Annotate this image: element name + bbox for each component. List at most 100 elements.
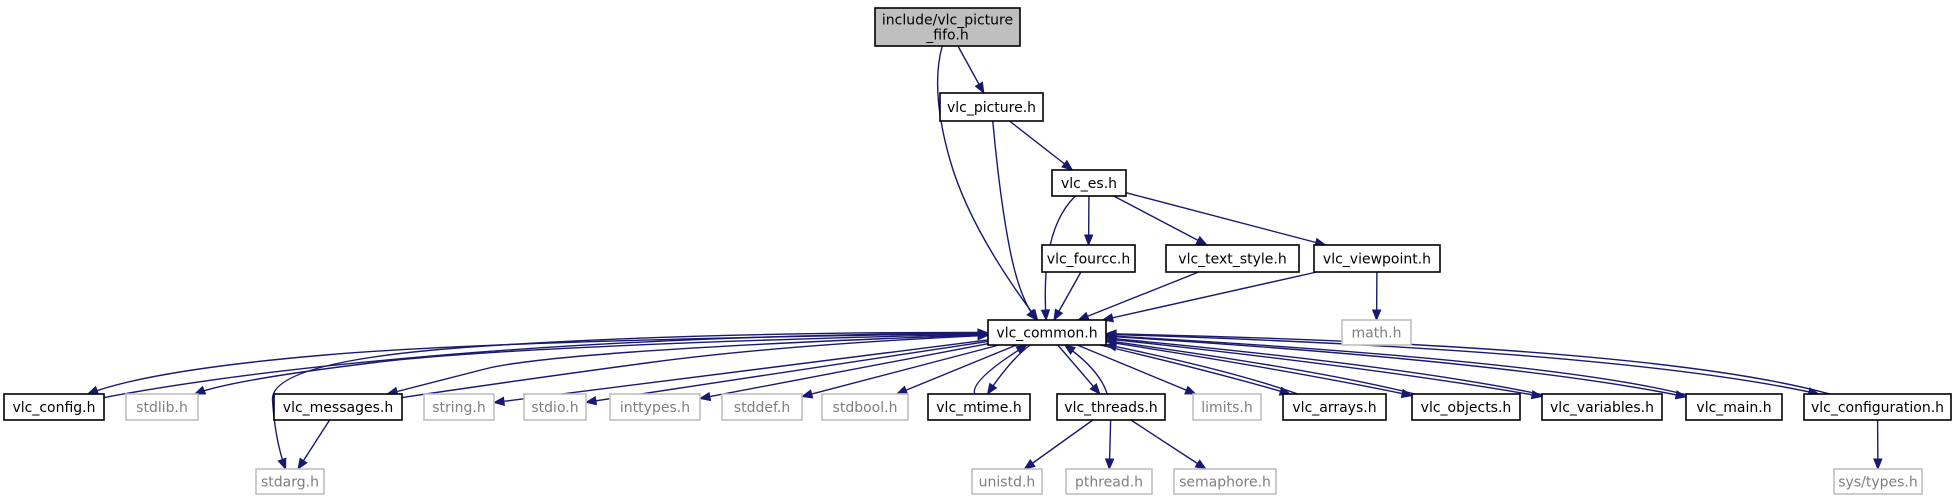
- node-string: string.h: [423, 393, 495, 421]
- edge-line: [1105, 333, 1830, 395]
- arrowhead: [698, 391, 712, 402]
- node-label: vlc_fourcc.h: [1047, 252, 1130, 268]
- edge-fifo-to-common: [936, 45, 1039, 322]
- edge-common-to-stdlib: [193, 333, 989, 395]
- node-variables[interactable]: vlc_variables.h: [1541, 393, 1663, 421]
- node-box: [3, 393, 105, 421]
- node-box: [927, 393, 1031, 421]
- arrowhead: [1077, 311, 1090, 321]
- edge-common-to-mtime: [986, 344, 1031, 396]
- edge-common-to-stdbool: [895, 344, 1017, 395]
- arrowhead: [986, 382, 998, 396]
- node-box: [255, 468, 325, 495]
- node-label: semaphore.h: [1179, 475, 1271, 491]
- node-box: [1685, 393, 1783, 421]
- arrowhead: [1104, 329, 1117, 339]
- node-threads[interactable]: vlc_threads.h: [1056, 393, 1166, 421]
- node-label: vlc_common.h: [996, 326, 1097, 342]
- node-box: [125, 393, 199, 421]
- edge-common-to-arrays: [1099, 344, 1292, 396]
- edge-fifo-to-picture: [957, 45, 985, 95]
- node-picture[interactable]: vlc_picture.h: [939, 92, 1044, 122]
- edge-line: [1105, 335, 1687, 398]
- edge-line: [194, 333, 989, 395]
- node-box: [874, 7, 1021, 47]
- edge-line: [1105, 335, 1687, 396]
- node-label: stdbool.h: [833, 400, 898, 416]
- node-label: limits.h: [1201, 400, 1252, 416]
- node-config[interactable]: vlc_config.h: [3, 393, 105, 421]
- edge-line: [493, 339, 989, 404]
- edge-es-to-text-style: [1113, 195, 1209, 246]
- node-semaphore: semaphore.h: [1173, 468, 1277, 495]
- node-label: vlc_config.h: [12, 400, 95, 416]
- node-box: [1313, 244, 1441, 273]
- edge-line: [1044, 195, 1076, 321]
- edge-line: [271, 331, 989, 470]
- edge-picture-to-common: [992, 120, 1038, 322]
- edge-es-to-fourcc: [1083, 195, 1094, 247]
- edge-fourcc-to-common: [1053, 271, 1082, 322]
- edge-common-to-string: [492, 339, 989, 406]
- node-stdarg: stdarg.h: [255, 468, 325, 495]
- node-math: math.h: [1341, 319, 1412, 346]
- node-arrays[interactable]: vlc_arrays.h: [1282, 393, 1387, 421]
- node-label: math.h: [1352, 326, 1402, 342]
- edge-picture-to-es: [1009, 120, 1074, 171]
- node-label: unistd.h: [979, 475, 1036, 491]
- node-es[interactable]: vlc_es.h: [1051, 169, 1127, 197]
- node-objects[interactable]: vlc_objects.h: [1411, 393, 1521, 421]
- node-label: vlc_threads.h: [1064, 400, 1157, 416]
- node-box: [1341, 319, 1412, 346]
- node-text-style[interactable]: vlc_text_style.h: [1165, 244, 1300, 273]
- node-label: vlc_mtime.h: [936, 400, 1021, 416]
- arrowhead: [1026, 308, 1038, 322]
- arrowhead: [1061, 159, 1074, 171]
- node-fourcc[interactable]: vlc_fourcc.h: [1041, 244, 1136, 273]
- node-mtime[interactable]: vlc_mtime.h: [927, 393, 1031, 421]
- edge-line: [992, 120, 1038, 321]
- arrowhead: [800, 389, 814, 399]
- edge-threads-to-pthread: [1104, 419, 1115, 471]
- arrowhead: [1053, 308, 1064, 322]
- node-unistd: unistd.h: [971, 468, 1043, 495]
- arrowhead: [1023, 459, 1036, 470]
- node-stddef: stddef.h: [721, 393, 803, 421]
- edge-line: [1105, 343, 1299, 395]
- arrowhead: [1040, 309, 1051, 322]
- node-box: [939, 92, 1044, 122]
- node-main[interactable]: vlc_main.h: [1685, 393, 1783, 421]
- edge-common-to-stdarg: [271, 331, 989, 471]
- node-box: [609, 393, 701, 421]
- node-messages[interactable]: vlc_messages.h: [273, 393, 403, 421]
- edge-line: [1076, 344, 1196, 395]
- node-stdio: stdio.h: [523, 393, 587, 421]
- node-box: [1051, 169, 1127, 197]
- node-box: [1833, 468, 1923, 495]
- arrowhead: [1089, 382, 1101, 396]
- node-label: stddef.h: [734, 400, 790, 416]
- node-label: pthread.h: [1075, 475, 1143, 491]
- edge-line: [1009, 120, 1073, 171]
- node-label: vlc_configuration.h: [1811, 400, 1944, 416]
- node-common[interactable]: vlc_common.h: [987, 319, 1107, 346]
- arrowhead: [277, 457, 287, 471]
- edge-viewpoint-to-math: [1371, 271, 1382, 322]
- dependency-edges: [86, 45, 1883, 471]
- edge-messages-to-common: [401, 331, 990, 399]
- node-configuration[interactable]: vlc_configuration.h: [1803, 393, 1952, 421]
- edge-line: [973, 344, 1028, 395]
- node-fifo[interactable]: include/vlc_picture_fifo.h: [874, 7, 1021, 47]
- node-label: vlc_picture.h: [947, 100, 1036, 116]
- edge-line: [896, 344, 1017, 395]
- node-viewpoint[interactable]: vlc_viewpoint.h: [1313, 244, 1441, 273]
- node-box: [1173, 468, 1277, 495]
- node-box: [1541, 393, 1663, 421]
- edge-line: [936, 45, 1039, 321]
- node-label: stdio.h: [531, 400, 578, 416]
- arrowhead: [1194, 459, 1207, 470]
- arrowhead: [86, 385, 100, 395]
- edge-common-to-limits: [1076, 344, 1197, 395]
- edge-threads-to-common: [1063, 344, 1108, 395]
